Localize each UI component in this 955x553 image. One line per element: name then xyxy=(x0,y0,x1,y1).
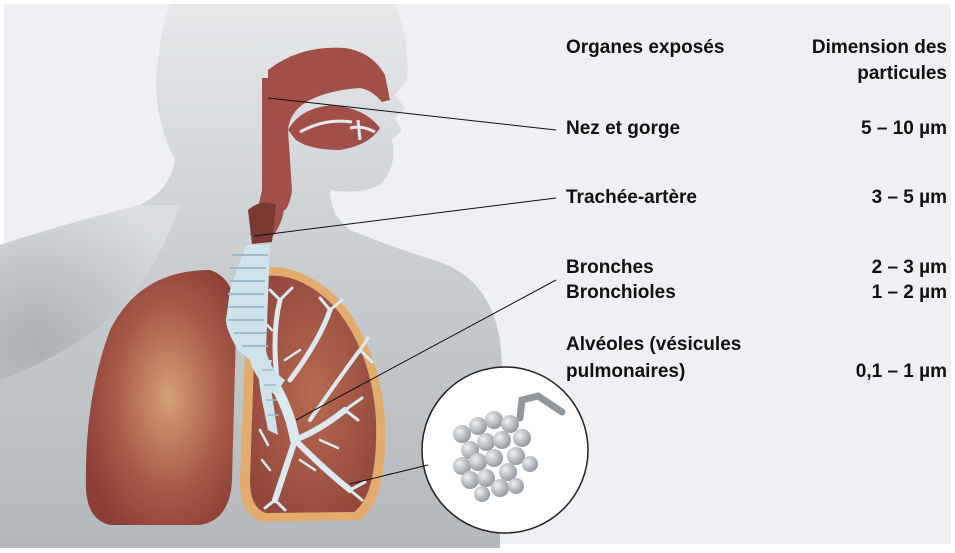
organ-alveoli-line2: pulmonaires) xyxy=(566,360,685,384)
organ-bronchioles: Bronchioles xyxy=(566,281,676,305)
organ-alveoli-line1: Alvéoles (vésicules xyxy=(566,333,741,357)
header-organs: Organes exposés xyxy=(566,36,724,60)
size-trachea: 3 – 5 µm xyxy=(872,186,947,210)
larynx xyxy=(248,202,276,244)
size-nose-throat: 5 – 10 µm xyxy=(861,117,947,141)
alveoli-magnifier xyxy=(422,367,588,533)
size-bronchioles: 1 – 2 µm xyxy=(872,281,947,305)
organ-bronchi: Bronches xyxy=(566,256,654,280)
size-alveoli: 0,1 – 1 µm xyxy=(856,360,947,384)
size-bronchi: 2 – 3 µm xyxy=(872,256,947,280)
organ-trachea: Trachée-artère xyxy=(566,186,697,210)
organ-nose-throat: Nez et gorge xyxy=(566,117,680,141)
header-particle-size-line1: Dimension des xyxy=(812,36,947,60)
header-particle-size-line2: particules xyxy=(857,62,947,86)
